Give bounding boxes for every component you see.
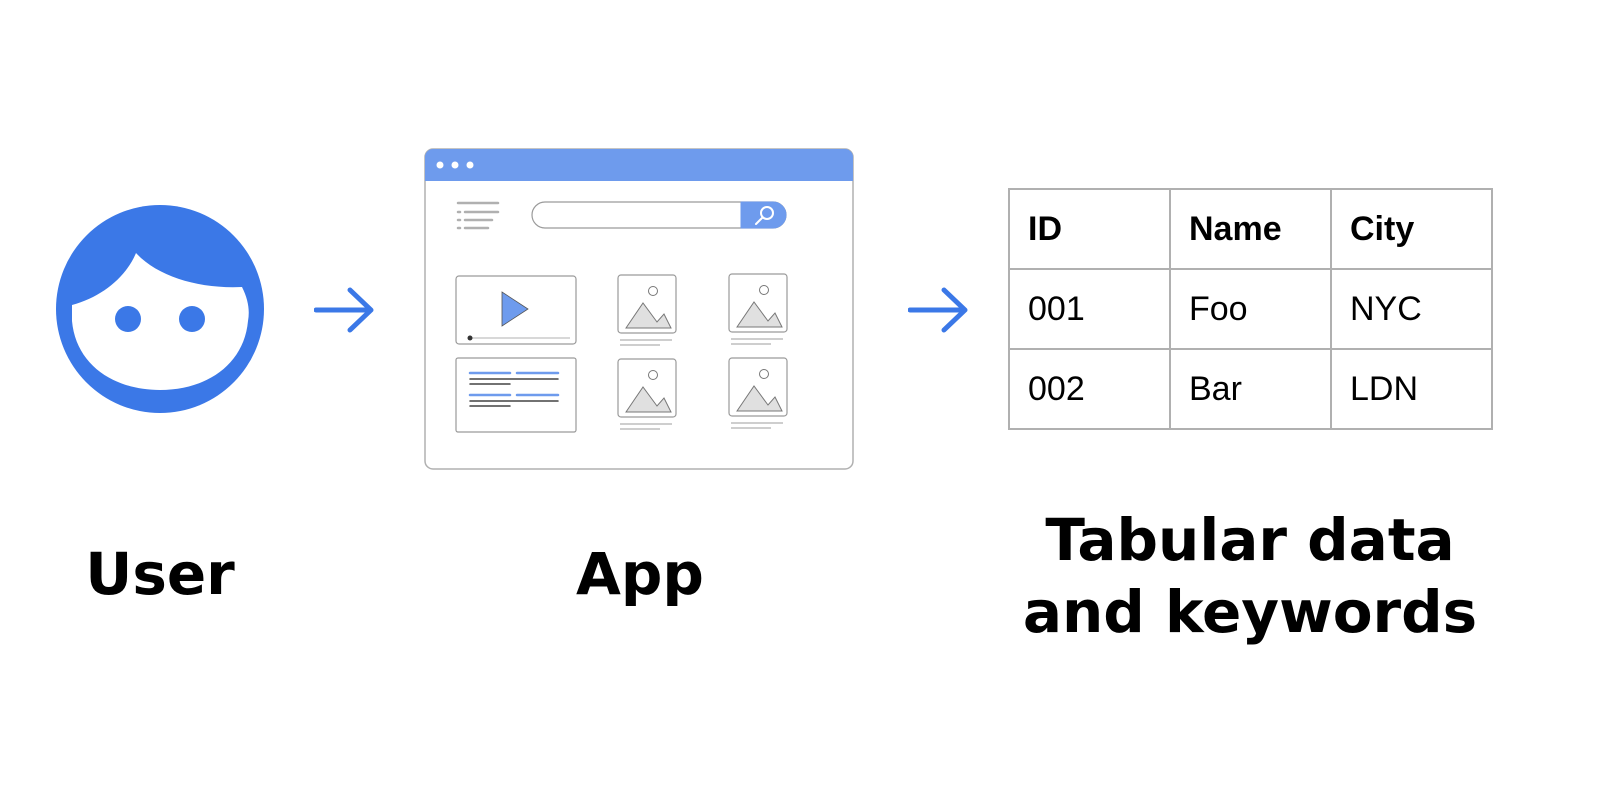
table-cell: Foo [1169, 268, 1332, 350]
table-header-row: ID Name City [1008, 188, 1493, 270]
menu-icon [456, 201, 500, 230]
browser-window-icon [424, 148, 854, 470]
caption-tabular-line-2: and keywords [1022, 578, 1478, 646]
table-cell: Bar [1169, 348, 1332, 430]
table-row: 002 Bar LDN [1008, 348, 1493, 430]
user-face-icon [56, 205, 264, 413]
table-cell: LDN [1330, 348, 1493, 430]
table-header-cell: Name [1169, 188, 1332, 270]
table-cell: 001 [1008, 268, 1171, 350]
caption-tabular-data: Tabular data and keywords [1010, 504, 1490, 648]
image-placeholder-icon [617, 358, 677, 430]
table-cell: NYC [1330, 268, 1493, 350]
image-placeholder-icon [617, 274, 677, 346]
table-header-cell: ID [1008, 188, 1171, 270]
image-placeholder-icon [728, 273, 788, 345]
play-icon [501, 291, 529, 327]
table-row: 001 Foo NYC [1008, 268, 1493, 350]
arrow-right-icon [908, 287, 968, 333]
arrow-right-icon [314, 287, 374, 333]
table-cell: 002 [1008, 348, 1171, 430]
caption-tabular-line-1: Tabular data [1045, 506, 1455, 574]
search-icon [755, 206, 774, 225]
data-table: ID Name City 001 Foo NYC 002 Bar LDN [1008, 188, 1493, 430]
caption-app: App [576, 540, 704, 608]
table-header-cell: City [1330, 188, 1493, 270]
caption-user: User [85, 540, 235, 608]
image-placeholder-icon [728, 357, 788, 429]
